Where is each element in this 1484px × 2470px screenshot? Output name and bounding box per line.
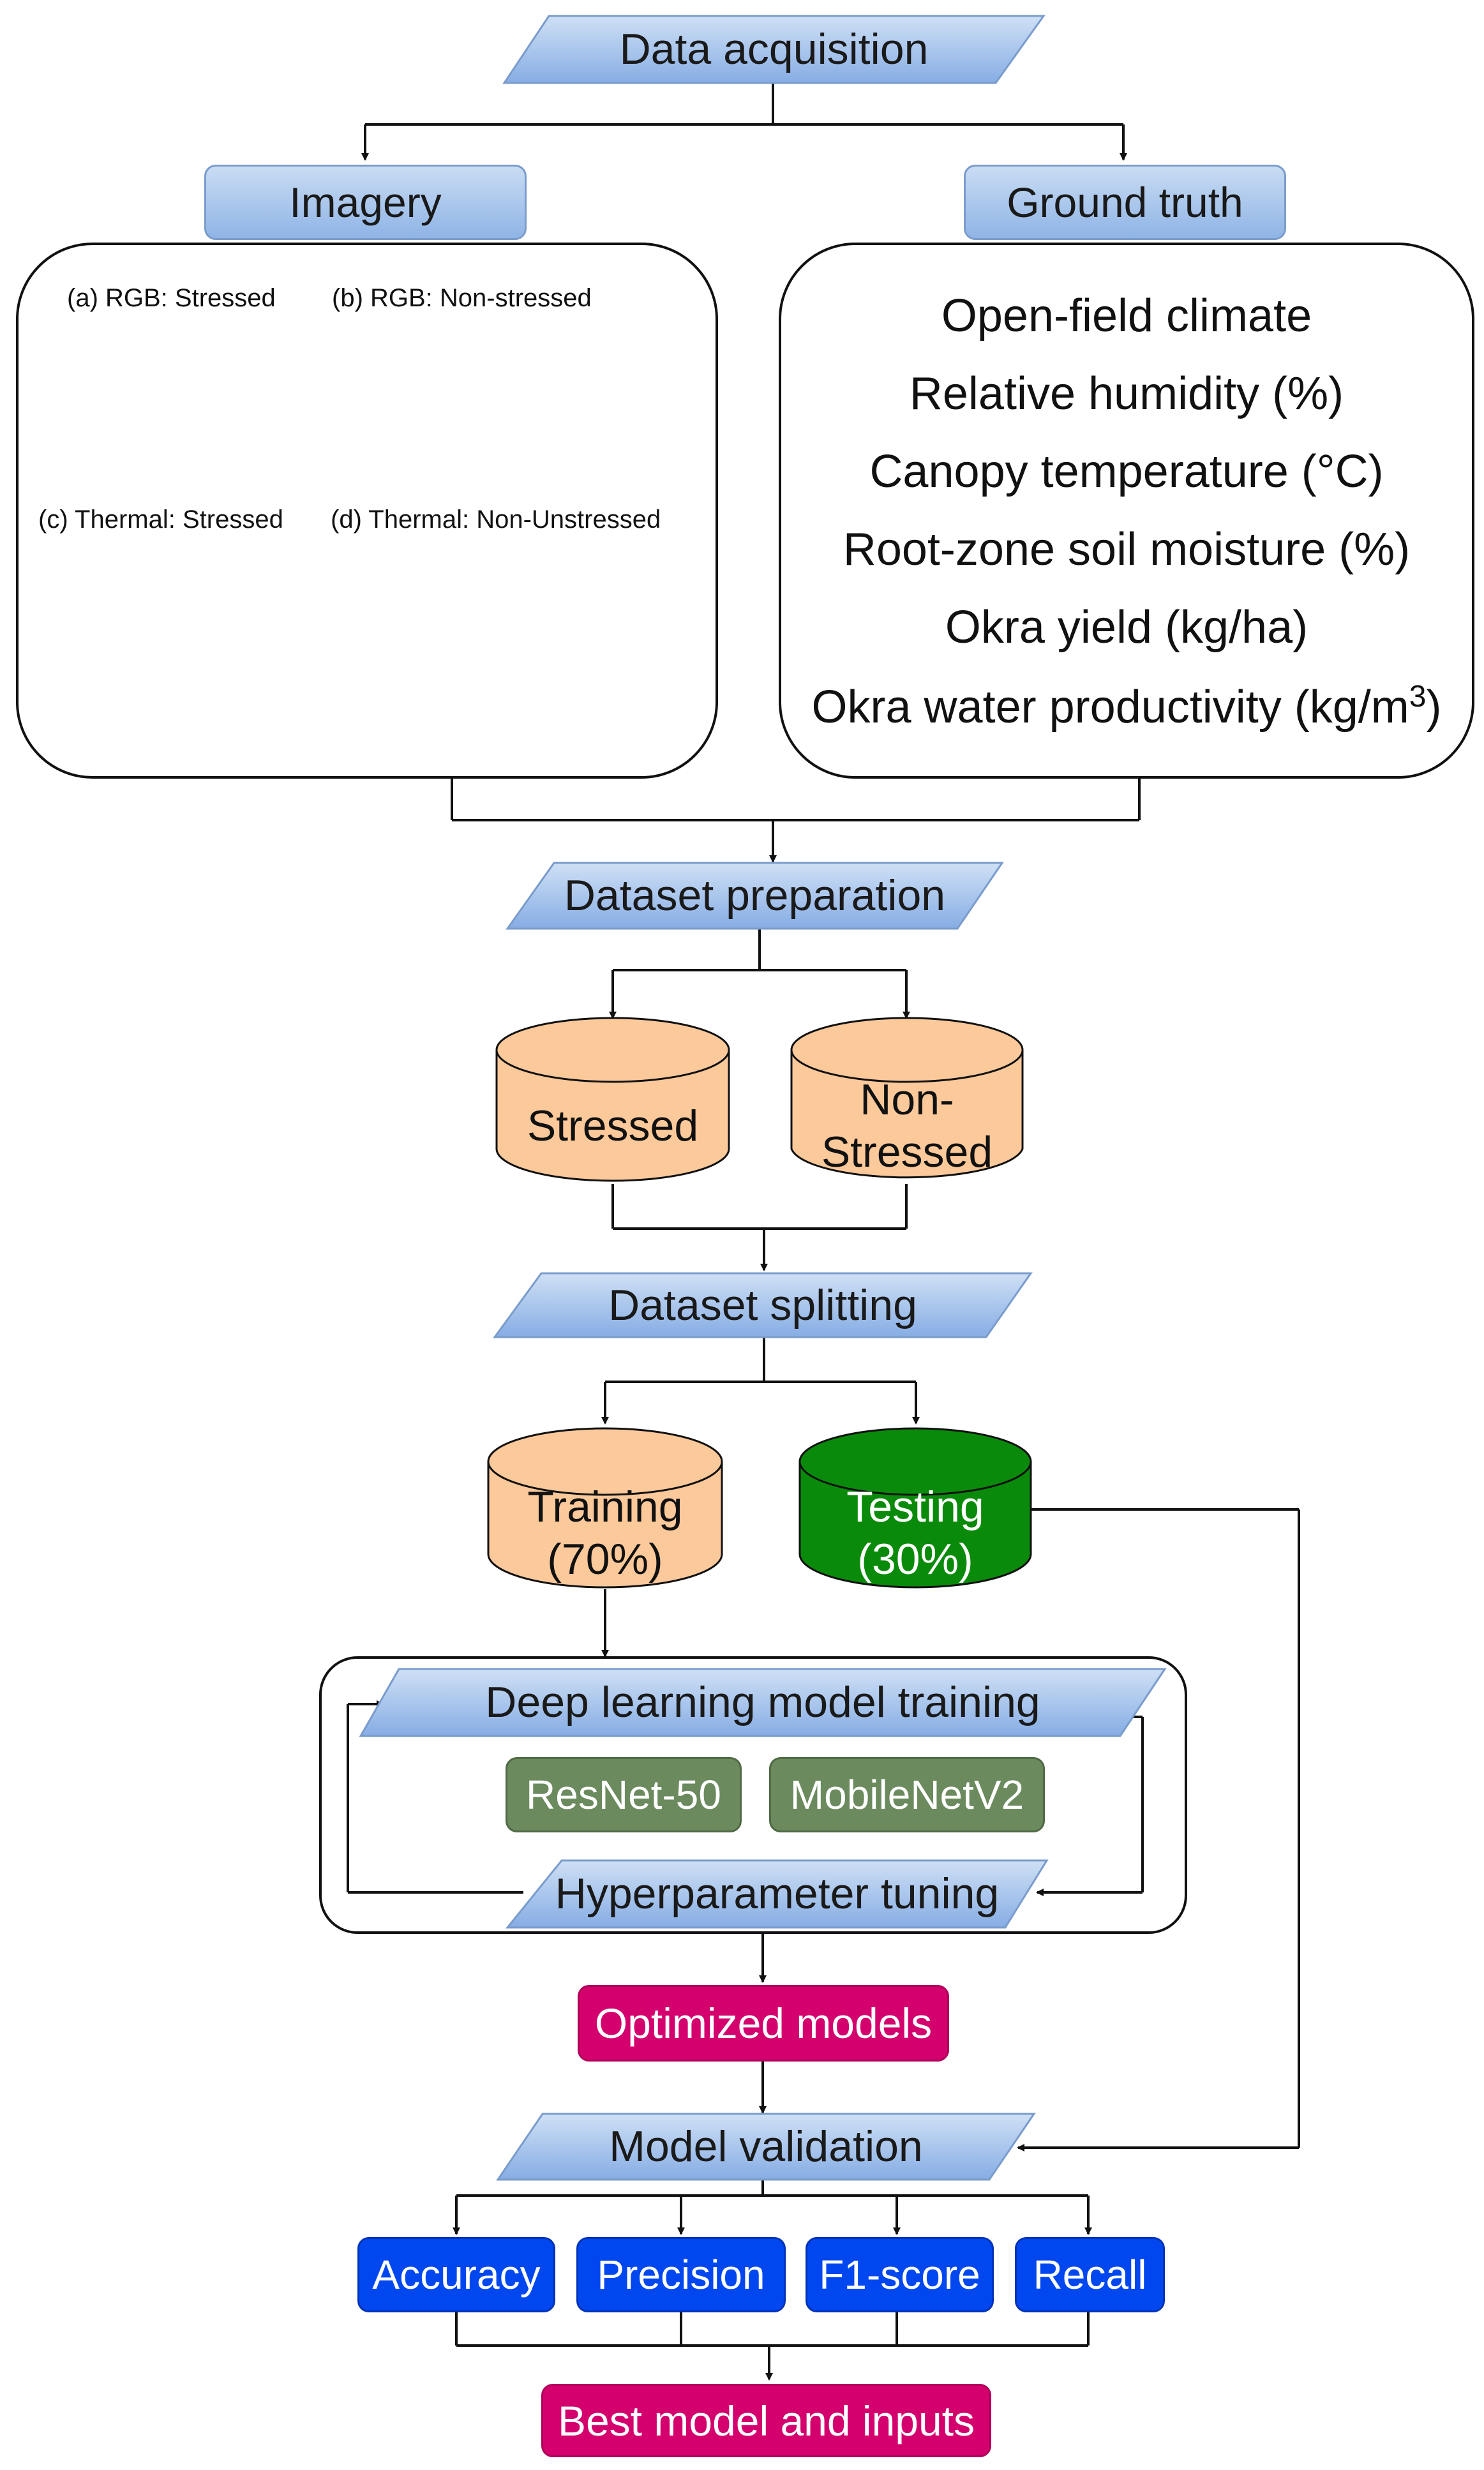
training-line1: Training	[527, 1482, 683, 1531]
dataset-splitting-shape	[493, 1272, 1033, 1338]
caption-rgb-non-stressed: (b) RGB: Non-stressed	[332, 284, 592, 312]
imagery-panel	[16, 243, 718, 779]
mobilenetv2-box: MobileNetV2	[769, 1757, 1045, 1832]
non-stressed-cylinder	[790, 1017, 1024, 1179]
dataset-preparation-shape	[506, 862, 1004, 930]
stressed-label: Stressed	[527, 1102, 699, 1151]
data-acquisition-label: Data acquisition	[619, 25, 929, 74]
dataset-preparation-label: Dataset preparation	[564, 871, 946, 920]
gt-water-productivity-end: )	[1426, 682, 1442, 733]
caption-thermal-stressed: (c) Thermal: Stressed	[38, 505, 283, 534]
dataset-splitting-node: Dataset splitting	[495, 1273, 1031, 1337]
non-stressed-label: Non- Stressed	[791, 1072, 1023, 1181]
optimized-models-box: Optimized models	[578, 1985, 949, 2062]
recall-box: Recall	[1015, 2237, 1165, 2312]
ground-truth-panel: Open-field climate Relative humidity (%)…	[779, 243, 1474, 779]
gt-water-productivity-text: Okra water productivity (kg/m	[811, 682, 1409, 733]
training-loop-container	[319, 1656, 1187, 1934]
f1-score-box: F1-score	[806, 2237, 994, 2312]
gt-water-productivity: Okra water productivity (kg/m3)	[781, 679, 1472, 733]
model-validation-shape	[496, 2113, 1036, 2181]
data-acquisition-shape	[502, 15, 1046, 84]
gt-relative-humidity: Relative humidity (%)	[909, 368, 1344, 419]
testing-label: Testing (30%)	[800, 1478, 1031, 1589]
model-validation-node: Model validation	[498, 2114, 1034, 2180]
gt-water-productivity-sup: 3	[1409, 680, 1427, 714]
training-line2: (70%)	[547, 1534, 663, 1583]
ground-truth-header: Ground truth	[964, 165, 1286, 240]
accuracy-box: Accuracy	[357, 2237, 555, 2312]
testing-line1: Testing	[846, 1482, 984, 1531]
hyperparameter-tuning-node: Hyperparameter tuning	[507, 1860, 1047, 1927]
precision-box: Precision	[576, 2237, 786, 2312]
gt-soil-moisture: Root-zone soil moisture (%)	[843, 524, 1411, 575]
testing-cylinder	[798, 1427, 1032, 1589]
gt-open-field-climate: Open-field climate	[941, 290, 1312, 341]
dl-training-label: Deep learning model training	[485, 1678, 1040, 1727]
gt-okra-yield: Okra yield (kg/ha)	[945, 602, 1308, 653]
testing-line2: (30%)	[857, 1534, 973, 1583]
non-stressed-line2: Stressed	[821, 1128, 993, 1176]
resnet-50-box: ResNet-50	[506, 1757, 742, 1832]
stressed-cylinder	[495, 1017, 730, 1182]
caption-rgb-stressed: (a) RGB: Stressed	[67, 284, 276, 312]
dataset-preparation-node: Dataset preparation	[507, 863, 1002, 929]
dl-training-node: Deep learning model training	[361, 1669, 1165, 1736]
best-model-box: Best model and inputs	[541, 2384, 991, 2457]
training-cylinder	[487, 1427, 723, 1589]
caption-thermal-non-stressed: (d) Thermal: Non-Unstressed	[331, 505, 661, 534]
imagery-header: Imagery	[204, 165, 527, 240]
dataset-splitting-label: Dataset splitting	[608, 1280, 917, 1329]
dl-training-shape	[359, 1668, 1167, 1737]
hyperparameter-tuning-label: Hyperparameter tuning	[555, 1869, 1000, 1919]
model-validation-label: Model validation	[609, 2122, 923, 2171]
data-acquisition-node: Data acquisition	[504, 16, 1044, 83]
training-label: Training (70%)	[488, 1478, 722, 1589]
gt-canopy-temperature: Canopy temperature (°C)	[869, 446, 1384, 497]
hyperparameter-tuning-shape	[505, 1859, 1049, 1929]
non-stressed-line1: Non-	[860, 1075, 954, 1125]
